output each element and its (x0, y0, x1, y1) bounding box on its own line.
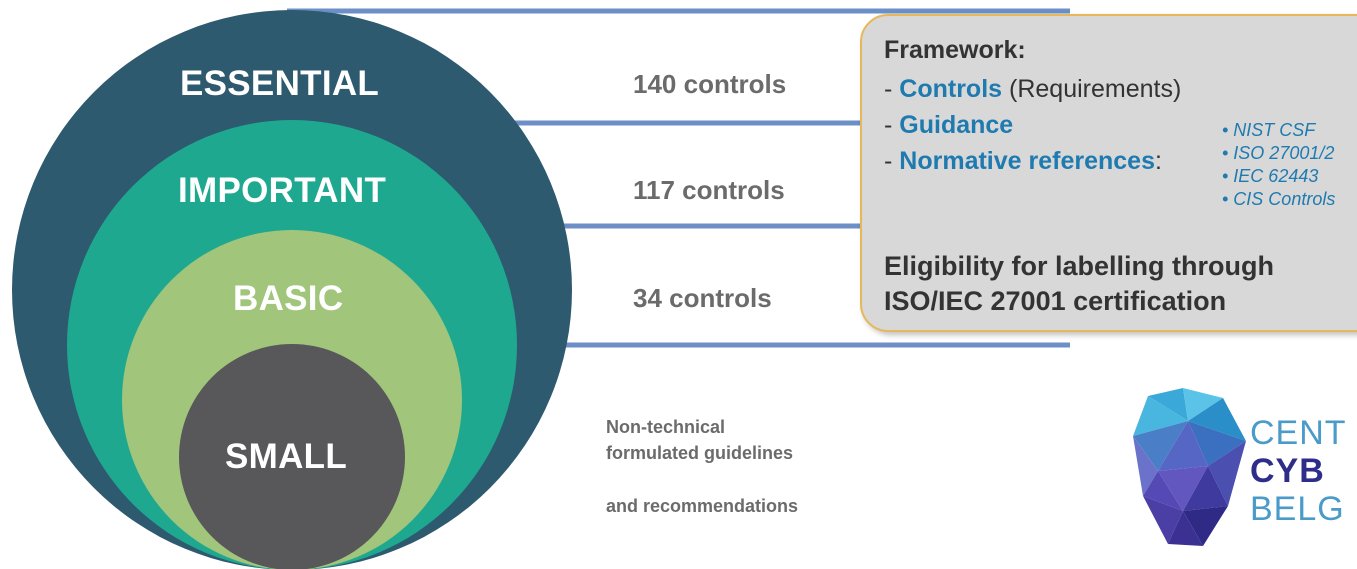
controls-keyword: Controls (899, 75, 1003, 103)
small-note-line1: Non-technical (606, 417, 726, 437)
controls-description: (Requirements) (1002, 75, 1182, 103)
normative-references-keyword: Normative references (899, 147, 1155, 175)
eligibility-line1: Eligibility for labelling through (884, 251, 1274, 281)
small-note-line2: formulated guidelines (606, 443, 794, 463)
item-prefix: - (884, 75, 900, 103)
basic-controls-count: 34 controls (633, 283, 772, 313)
logo-text-line1: CENT (1250, 414, 1347, 452)
small-circle (179, 344, 405, 569)
logo-text-line3: BELG (1250, 490, 1345, 528)
normative-references-colon: : (1154, 147, 1162, 175)
important-controls-count: 117 controls (633, 175, 785, 205)
essential-label: ESSENTIAL (180, 64, 380, 103)
ccb-logo: CENT CYB BELG (1128, 386, 1357, 566)
important-label: IMPORTANT (178, 171, 387, 210)
reference-nist-csf: • NIST CSF (1222, 120, 1316, 140)
framework-item-guidance: - Guidance (884, 111, 1013, 140)
framework-callout: Framework: - Controls (Requirements) - G… (860, 14, 1357, 332)
reference-iso-27001: • ISO 27001/2 (1222, 143, 1335, 163)
reference-iec-62443: • IEC 62443 (1222, 166, 1319, 186)
small-note-line3: and recommendations (606, 496, 799, 516)
small-label: SMALL (225, 437, 348, 476)
basic-label: BASIC (233, 279, 344, 318)
framework-item-normative-references: - Normative references: (884, 147, 1162, 176)
ccb-logo-mark (1133, 388, 1246, 546)
eligibility-line2: ISO/IEC 27001 certification (884, 286, 1227, 316)
reference-cis-controls: • CIS Controls (1222, 189, 1336, 209)
logo-text-line2: CYB (1250, 452, 1325, 490)
essential-controls-count: 140 controls (633, 69, 787, 99)
framework-item-controls: - Controls (Requirements) (884, 75, 1181, 104)
item-prefix: - (884, 147, 900, 175)
guidance-keyword: Guidance (899, 111, 1014, 139)
item-prefix: - (884, 111, 900, 139)
framework-title: Framework: (884, 36, 1026, 64)
